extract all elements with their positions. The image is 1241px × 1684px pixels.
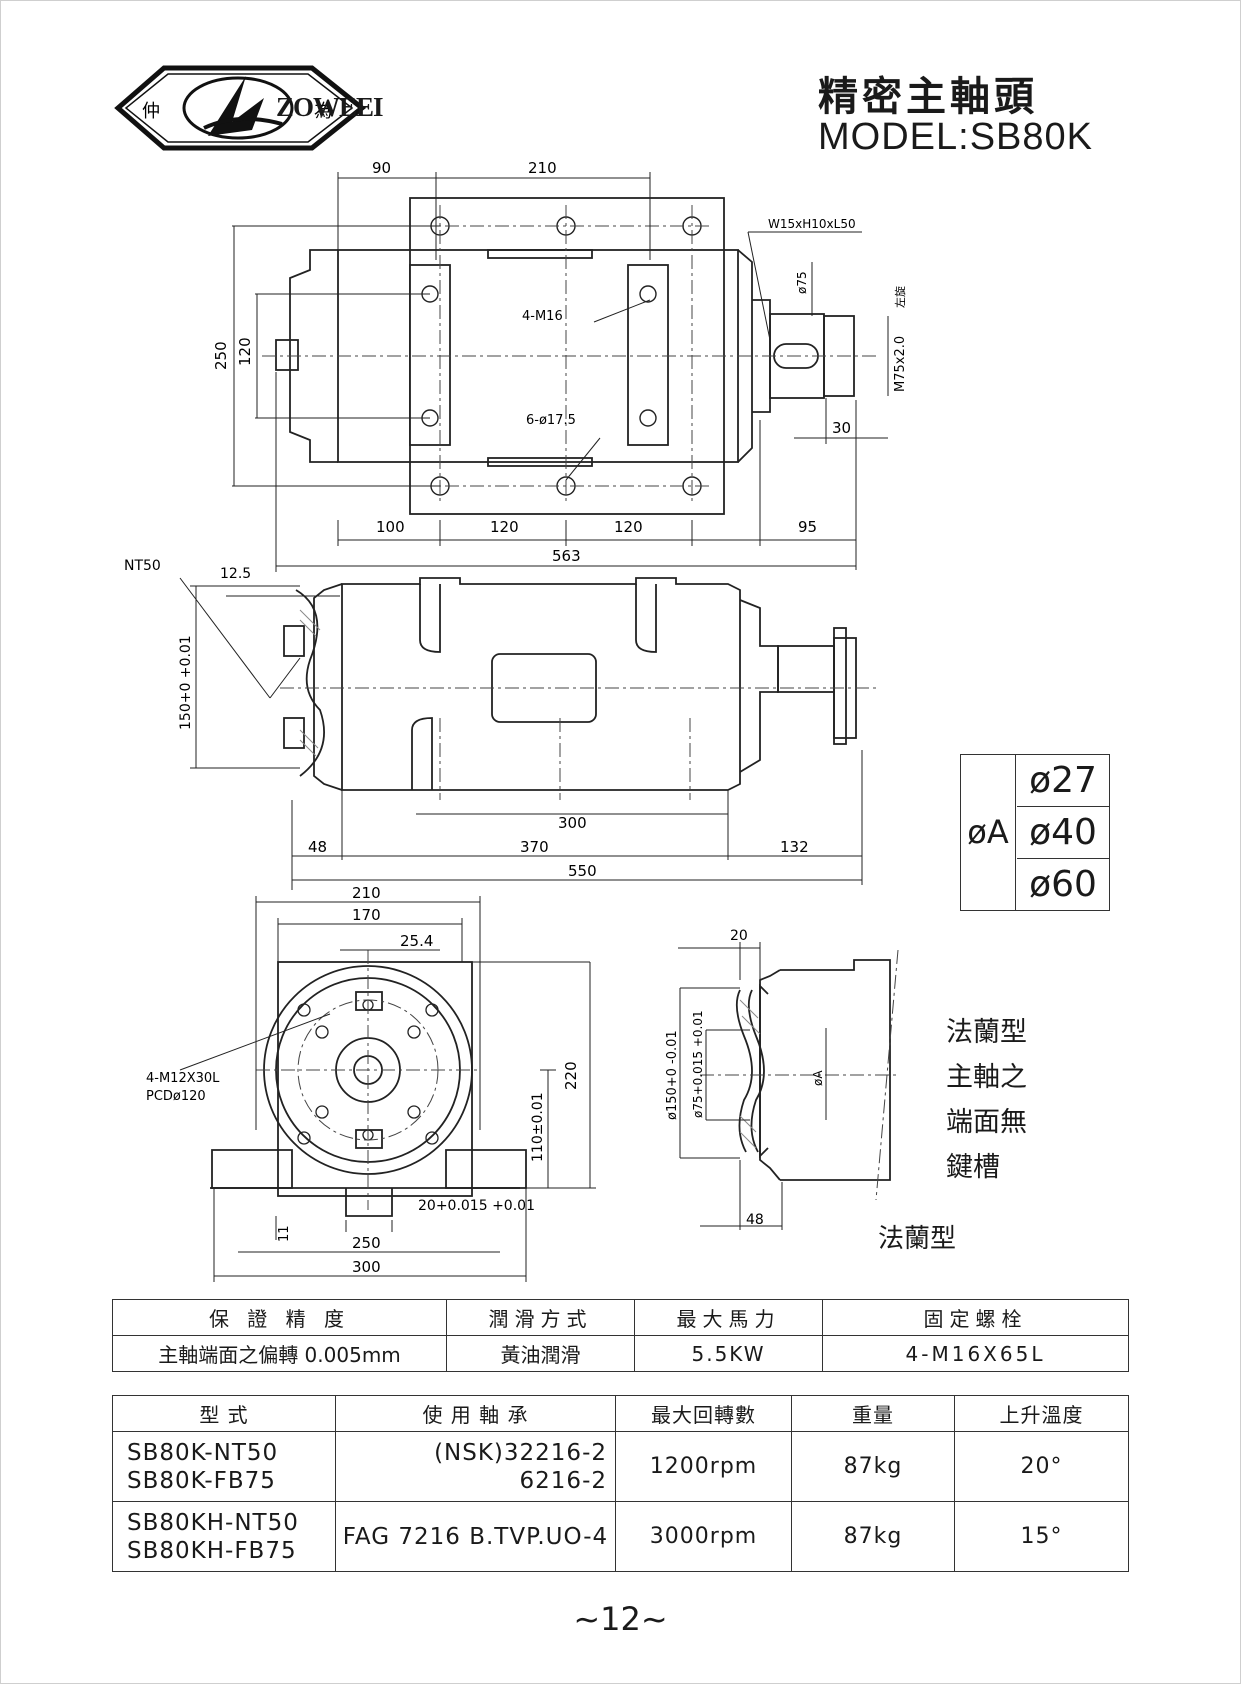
diameter-a-label: øA (961, 755, 1016, 910)
note-line-4: 鍵槽 (946, 1152, 1000, 1183)
zoweei-logo: 仲 為 (114, 65, 367, 151)
logo-char-left: 仲 (142, 101, 160, 122)
dim-dia75-flange: ø75+0.015 +0.01 (691, 1010, 705, 1118)
t2-row2-models: SB80KH-NT50 SB80KH-FB75 (112, 1501, 336, 1572)
callout-4-m16: 4-M16 (522, 309, 563, 324)
dim-48-side: 48 (308, 838, 327, 856)
t2-row1-bearing-b: 6216-2 (519, 1467, 607, 1494)
t1-header-accuracy: 保 證 精 度 (112, 1299, 447, 1336)
front-view-drawing: 210 170 25.4 220 110±0.01 11 250 300 20+… (146, 884, 596, 1282)
dim-100: 100 (376, 518, 405, 536)
dim-220: 220 (562, 1061, 580, 1090)
dim-keyway: W15xH10xL50 (768, 217, 856, 231)
t1-cell-accuracy: 主軸端面之偏轉 0.005mm (112, 1335, 447, 1372)
diameter-a-table: øA ø27 ø40 ø60 (960, 754, 1110, 911)
t2-header-rpm: 最大回轉數 (615, 1395, 792, 1432)
dim-120-a: 120 (490, 518, 519, 536)
diameter-a-value-1: ø27 (1017, 755, 1109, 807)
dim-563: 563 (552, 547, 581, 565)
callout-pcd: PCDø120 (146, 1089, 206, 1104)
t1-header-bolts: 固定螺栓 (822, 1299, 1129, 1336)
t1-cell-power: 5.5KW (634, 1335, 823, 1372)
callout-4-m12: 4-M12X30L (146, 1071, 220, 1086)
dim-12-5: 12.5 (220, 566, 251, 582)
t2-row1-weight: 87kg (791, 1431, 955, 1502)
dim-170: 170 (352, 906, 381, 924)
t2-row2-temp: 15° (954, 1501, 1129, 1572)
dim-dia75: ø75 (795, 271, 809, 294)
dim-210: 210 (528, 159, 557, 177)
t2-row2-weight: 87kg (791, 1501, 955, 1572)
page-number: ~12~ (573, 1600, 668, 1638)
t2-row2-rpm: 3000rpm (615, 1501, 792, 1572)
t2-row2-model-b: SB80KH-FB75 (127, 1537, 297, 1564)
callout-6-hole: 6-ø17.5 (526, 413, 576, 428)
title-chinese: 精密主軸頭 (818, 74, 1038, 120)
t2-row1-bearing-a: (NSK)32216-2 (434, 1439, 607, 1466)
dim-120-b: 120 (614, 518, 643, 536)
table-row: SB80K-NT50 SB80K-FB75 (NSK)32216-2 6216-… (112, 1431, 1129, 1502)
t2-row2-model-a: SB80KH-NT50 (127, 1509, 299, 1536)
dim-m75: M75x2.0 (893, 336, 908, 392)
t1-header-lubrication: 潤滑方式 (446, 1299, 635, 1336)
flange-view-drawing: 20 48 ø150+0 -0.01 ø75+0.015 +0.01 øA (665, 928, 900, 1230)
dim-120-v: 120 (236, 337, 254, 366)
t2-row1-model-a: SB80K-NT50 (127, 1439, 279, 1466)
t2-row1-model-b: SB80K-FB75 (127, 1467, 276, 1494)
t1-header-power: 最大馬力 (634, 1299, 823, 1336)
dim-dia-a-flange: øA (811, 1070, 825, 1086)
dim-30: 30 (832, 419, 851, 437)
t2-row1-models: SB80K-NT50 SB80K-FB75 (112, 1431, 336, 1502)
dim-250: 250 (212, 341, 230, 370)
t2-row2-bearing: FAG 7216 B.TVP.UO-4 (335, 1501, 616, 1572)
diameter-a-value-3: ø60 (1029, 864, 1097, 905)
dim-550: 550 (568, 862, 597, 880)
top-view-drawing: 90 210 250 120 100 120 120 95 563 30 ø75… (212, 159, 908, 572)
dim-300-front: 300 (352, 1258, 381, 1276)
dim-250-front: 250 (352, 1234, 381, 1252)
dim-210-front: 210 (352, 884, 381, 902)
dim-dia150-flange: ø150+0 -0.01 (665, 1030, 680, 1120)
spec-table-2: 型 式 使 用 軸 承 最大回轉數 重量 上升溫度 SB80K-NT50 SB8… (112, 1395, 1129, 1572)
callout-nt50: NT50 (124, 558, 161, 574)
table-row: SB80KH-NT50 SB80KH-FB75 FAG 7216 B.TVP.U… (112, 1501, 1129, 1572)
title-model: MODEL:SB80K (818, 116, 1093, 158)
dim-132: 132 (780, 838, 809, 856)
note-line-1: 法蘭型 (946, 1017, 1027, 1048)
t2-header-temp: 上升溫度 (954, 1395, 1129, 1432)
t2-header-weight: 重量 (791, 1395, 955, 1432)
t2-row1-temp: 20° (954, 1431, 1129, 1502)
diameter-a-value-2: ø40 (1017, 807, 1109, 859)
logo-char-right: 為 (314, 101, 332, 122)
dim-110-tol: 110±0.01 (530, 1092, 546, 1162)
dim-20-flange: 20 (730, 928, 748, 944)
dim-left-thread: 左旋 (893, 286, 907, 308)
dim-11: 11 (277, 1225, 292, 1242)
t2-row1-bearings: (NSK)32216-2 6216-2 (335, 1431, 616, 1502)
t2-row1-rpm: 1200rpm (615, 1431, 792, 1502)
t1-cell-bolts: 4-M16X65L (822, 1335, 1129, 1372)
t2-header-bearing: 使 用 軸 承 (335, 1395, 616, 1432)
side-view-drawing: NT50 12.5 150+0 +0.01 300 48 370 132 550 (124, 558, 880, 890)
dim-90: 90 (372, 159, 391, 177)
dim-25-4: 25.4 (400, 932, 433, 950)
dim-370: 370 (520, 838, 549, 856)
t1-cell-lubrication: 黃油潤滑 (446, 1335, 635, 1372)
dim-300-side: 300 (558, 814, 587, 832)
t2-header-model: 型 式 (112, 1395, 336, 1432)
dim-20-tol: 20+0.015 +0.01 (418, 1198, 535, 1214)
flange-caption: 法蘭型 (878, 1224, 957, 1254)
dim-48-flange: 48 (746, 1212, 764, 1228)
dim-95: 95 (798, 518, 817, 536)
dim-150-tol: 150+0 +0.01 (178, 635, 194, 730)
note-line-3: 端面無 (946, 1107, 1027, 1138)
logo-brand: ZOWEEI (276, 92, 384, 122)
spec-table-1: 保 證 精 度 潤滑方式 最大馬力 固定螺栓 主軸端面之偏轉 0.005mm 黃… (112, 1299, 1129, 1372)
note-line-2: 主軸之 (946, 1062, 1027, 1093)
